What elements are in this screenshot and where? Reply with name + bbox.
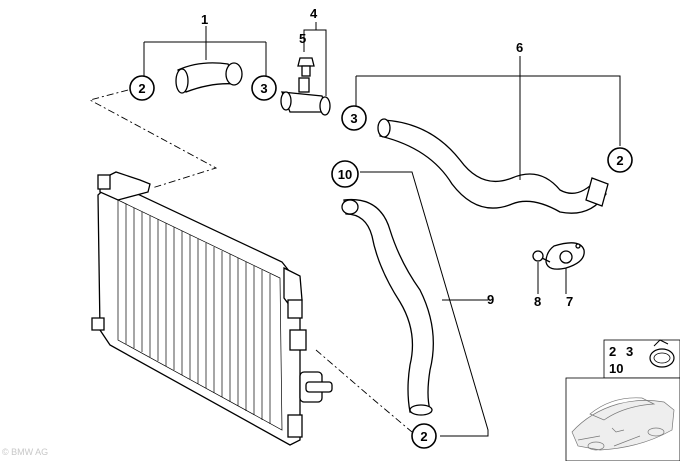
bleed-screw-5: [297, 57, 315, 77]
svg-text:2: 2: [138, 81, 145, 96]
svg-text:2: 2: [616, 153, 623, 168]
circled-references: 2 3 3 2 10 2: [129, 75, 633, 449]
screw-8: [532, 250, 551, 263]
callout-5: 5: [299, 31, 306, 46]
legend-number-2: 2: [609, 344, 616, 359]
callout-4: 4: [310, 6, 318, 21]
svg-text:2: 2: [420, 429, 427, 444]
connector-piece-4: [280, 77, 331, 116]
legend-number-3: 3: [626, 344, 633, 359]
hose-clamp-icon: [649, 339, 675, 368]
svg-text:3: 3: [260, 81, 267, 96]
svg-text:3: 3: [350, 111, 357, 126]
callout-9: 9: [487, 292, 494, 307]
radiator: [91, 171, 333, 446]
circle-bottom-2: 2: [411, 423, 437, 449]
callout-6: 6: [516, 40, 523, 55]
circle-left-3: 3: [251, 75, 277, 101]
callout-1: 1: [201, 12, 208, 27]
circle-right-2: 2: [607, 147, 633, 173]
svg-text:10: 10: [338, 167, 352, 182]
legend-box: 2 3 10: [565, 339, 680, 461]
callout-7: 7: [566, 294, 573, 309]
car-thumbnail-icon: [571, 397, 675, 451]
circle-left-2: 2: [129, 75, 155, 101]
legend-number-10: 10: [609, 361, 623, 376]
hose-6: [377, 118, 609, 214]
watermark: © BMW AG: [2, 447, 49, 457]
circle-mid-3: 3: [341, 105, 367, 131]
hose-1: [175, 62, 243, 94]
hose-9: [341, 198, 434, 416]
clamp-7: [545, 242, 585, 270]
leader-lines: [143, 22, 621, 437]
dashed-connection-lines: [88, 89, 413, 433]
circle-hose-10: 10: [331, 160, 359, 188]
callout-numbers: 1 4 5 6 7 8 9: [201, 6, 573, 309]
callout-8: 8: [534, 294, 541, 309]
